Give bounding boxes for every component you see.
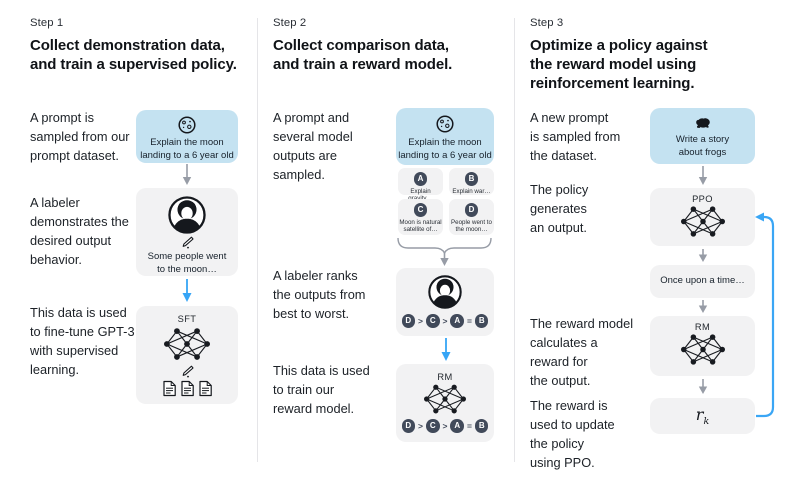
prompt-box: Write a story about frogs (650, 108, 755, 164)
prompt-text: Explain the moon landing to a 6 year old (398, 137, 492, 161)
step-1-caption-prompt: A prompt is sampled from our prompt data… (30, 110, 130, 163)
rank-badge: A (450, 419, 464, 433)
step-3-caption-prompt: A new prompt is sampled from the dataset… (530, 110, 621, 163)
prompt-box: Explain the moon landing to a 6 year old (396, 108, 494, 165)
policy-output-text: Once upon a time… (660, 275, 745, 287)
arrow-down-icon (698, 379, 708, 394)
sft-model-box: SFT (136, 306, 238, 404)
ppo-policy-box: PPO (650, 188, 755, 246)
step-1-caption-labeler: A labeler demonstrates the desired outpu… (30, 195, 129, 267)
rank-badge: C (426, 314, 440, 328)
frog-icon (695, 118, 710, 128)
network-icon (680, 334, 725, 365)
step-3-caption-reward-calc: The reward model calculates a reward for… (530, 316, 634, 388)
document-icon (162, 380, 176, 397)
rank-badge: C (426, 419, 440, 433)
moon-icon (178, 116, 196, 134)
step-2-title: Collect comparison data, and train a rew… (273, 37, 453, 73)
model-output-card-b: B Explain war… (449, 168, 494, 195)
ppo-label: PPO (692, 194, 713, 204)
step-2-caption-sampled: A prompt and several model outputs are s… (273, 110, 353, 182)
network-icon (424, 384, 466, 414)
output-text-b: Explain war… (452, 187, 491, 195)
column-divider-2 (514, 18, 515, 462)
labeler-ranking-box: D > C > A = B (396, 268, 494, 336)
arrow-down-icon (698, 249, 708, 262)
model-output-card-c: C Moon is natural satellite of… (398, 199, 443, 235)
output-badge-b: B (464, 172, 479, 186)
reward-model-box: RM (650, 316, 755, 376)
rank-separator: > (418, 420, 424, 431)
prompt-box: Explain the moon landing to a 6 year old (136, 110, 238, 163)
feedback-loop-arrow-icon (755, 212, 775, 418)
output-badge-c: C (413, 203, 428, 217)
arrow-down-icon (698, 166, 708, 185)
rank-badge: B (474, 314, 489, 328)
reward-model-box: RM D > C > A = B (396, 364, 494, 442)
rank-badge: D (401, 419, 416, 433)
prompt-text: Explain the moon landing to a 6 year old (140, 137, 234, 161)
step-3-title: Optimize a policy against the reward mod… (530, 37, 708, 92)
rank-separator: > (418, 315, 424, 326)
step-1-label: Step 1 (30, 17, 64, 29)
labeler-box: Some people went to the moon… (136, 188, 238, 276)
model-output-card-d: D People went to the moon… (449, 199, 494, 235)
network-icon (680, 206, 725, 237)
rank-badge: D (401, 314, 416, 328)
policy-output-box: Once upon a time… (650, 265, 755, 298)
step-3-label: Step 3 (530, 17, 564, 29)
step-2-caption-ranks: A labeler ranks the outputs from best to… (273, 268, 366, 321)
step-2-caption-train: This data is used to train our reward mo… (273, 363, 370, 416)
arrow-down-icon (182, 164, 192, 185)
model-output-card-a: A Explain gravity… (398, 168, 443, 202)
step-1-caption-finetune: This data is used to fine-tune GPT-3 wit… (30, 305, 135, 377)
rm-label: RM (437, 372, 453, 382)
rank-badge: B (474, 419, 489, 433)
ranking-row: D > C > A = B (401, 419, 489, 433)
labeler-icon (428, 275, 462, 309)
step-2-label: Step 2 (273, 17, 307, 29)
output-badge-d: D (464, 203, 479, 217)
output-text-a: Explain gravity… (408, 187, 432, 203)
rank-separator: > (442, 315, 448, 326)
pencil-icon (182, 236, 194, 249)
sft-label: SFT (177, 314, 197, 324)
arrow-down-icon (698, 300, 708, 313)
prompt-text: Write a story about frogs (675, 134, 730, 158)
step-1-title: Collect demonstration data, and train a … (30, 37, 237, 73)
demonstration-text: Some people went to the moon… (147, 251, 227, 275)
rank-badge: A (450, 314, 464, 328)
brace-merge-arrow-icon (397, 237, 492, 266)
step-3-caption-policy: The policy generates an output. (530, 182, 589, 235)
column-divider-1 (257, 18, 258, 462)
rank-separator: = (466, 315, 472, 326)
rank-separator: > (442, 420, 448, 431)
rm-label: RM (694, 322, 711, 332)
document-icon (198, 380, 212, 397)
document-icon (180, 380, 194, 397)
arrow-down-blue-icon (182, 279, 192, 302)
output-badge-a: A (413, 172, 428, 186)
reward-value-box: rk (650, 398, 755, 434)
moon-icon (436, 115, 454, 133)
network-icon (164, 328, 210, 360)
rank-separator: = (466, 420, 472, 431)
reward-symbol: rk (695, 405, 710, 427)
ranking-row: D > C > A = B (401, 314, 489, 328)
documents-icon (162, 380, 213, 397)
output-text-d: People went to the moon… (451, 218, 492, 234)
step-3-caption-update: The reward is used to update the policy … (530, 398, 615, 470)
labeler-icon (168, 196, 206, 234)
output-text-c: Moon is natural satellite of… (399, 218, 442, 234)
arrow-down-blue-icon (441, 338, 451, 361)
pencil-icon (182, 365, 194, 378)
